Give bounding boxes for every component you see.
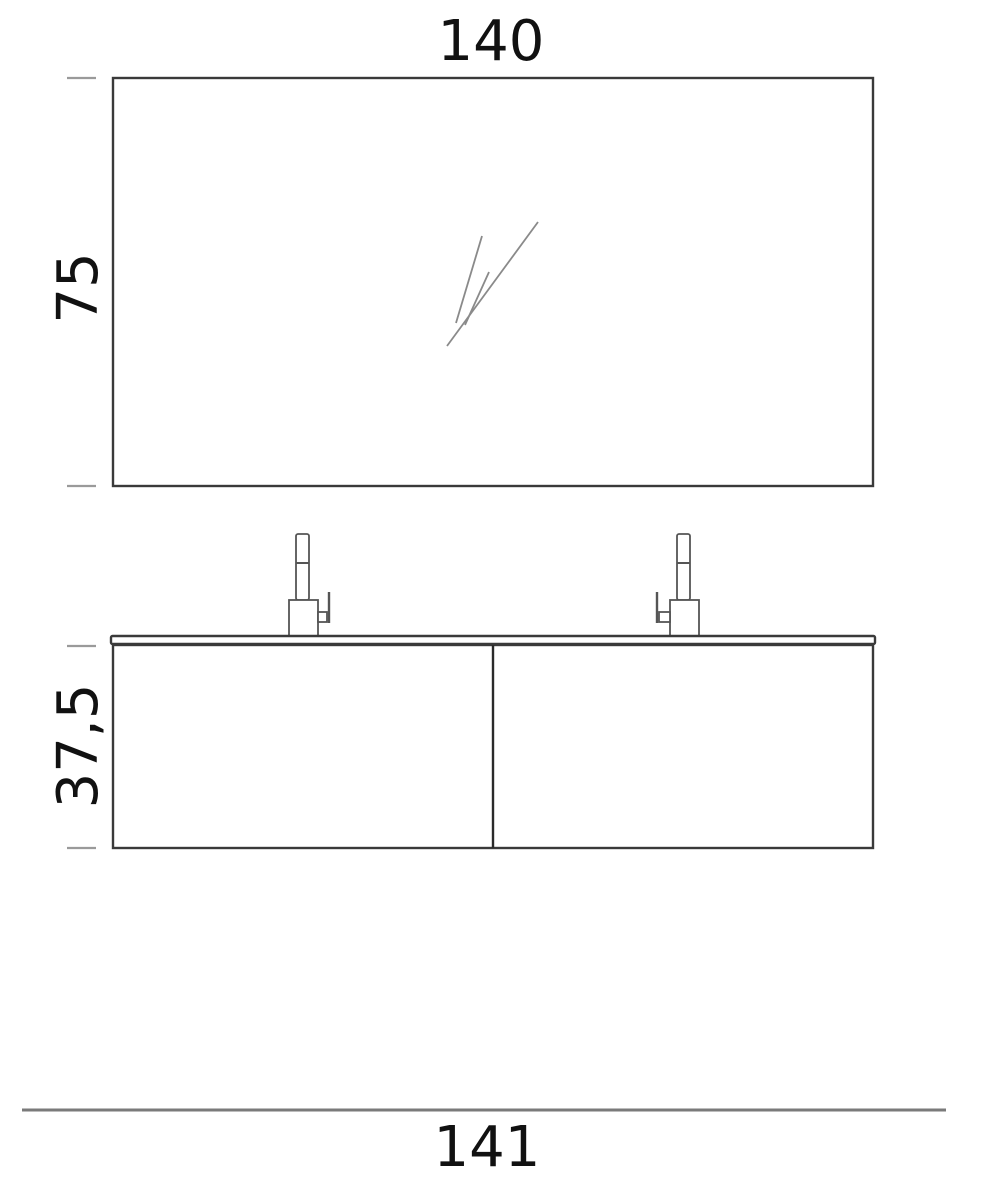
mirror-width-label: 140 [438,9,545,74]
overall-width-label: 141 [434,1115,541,1180]
mirror-reflection-icon [446,221,539,347]
faucet-right-icon [655,533,700,713]
mirror-height-label: 75 [46,252,111,323]
countertop [109,634,877,646]
cabinet-height-label: 37,5 [46,684,111,809]
